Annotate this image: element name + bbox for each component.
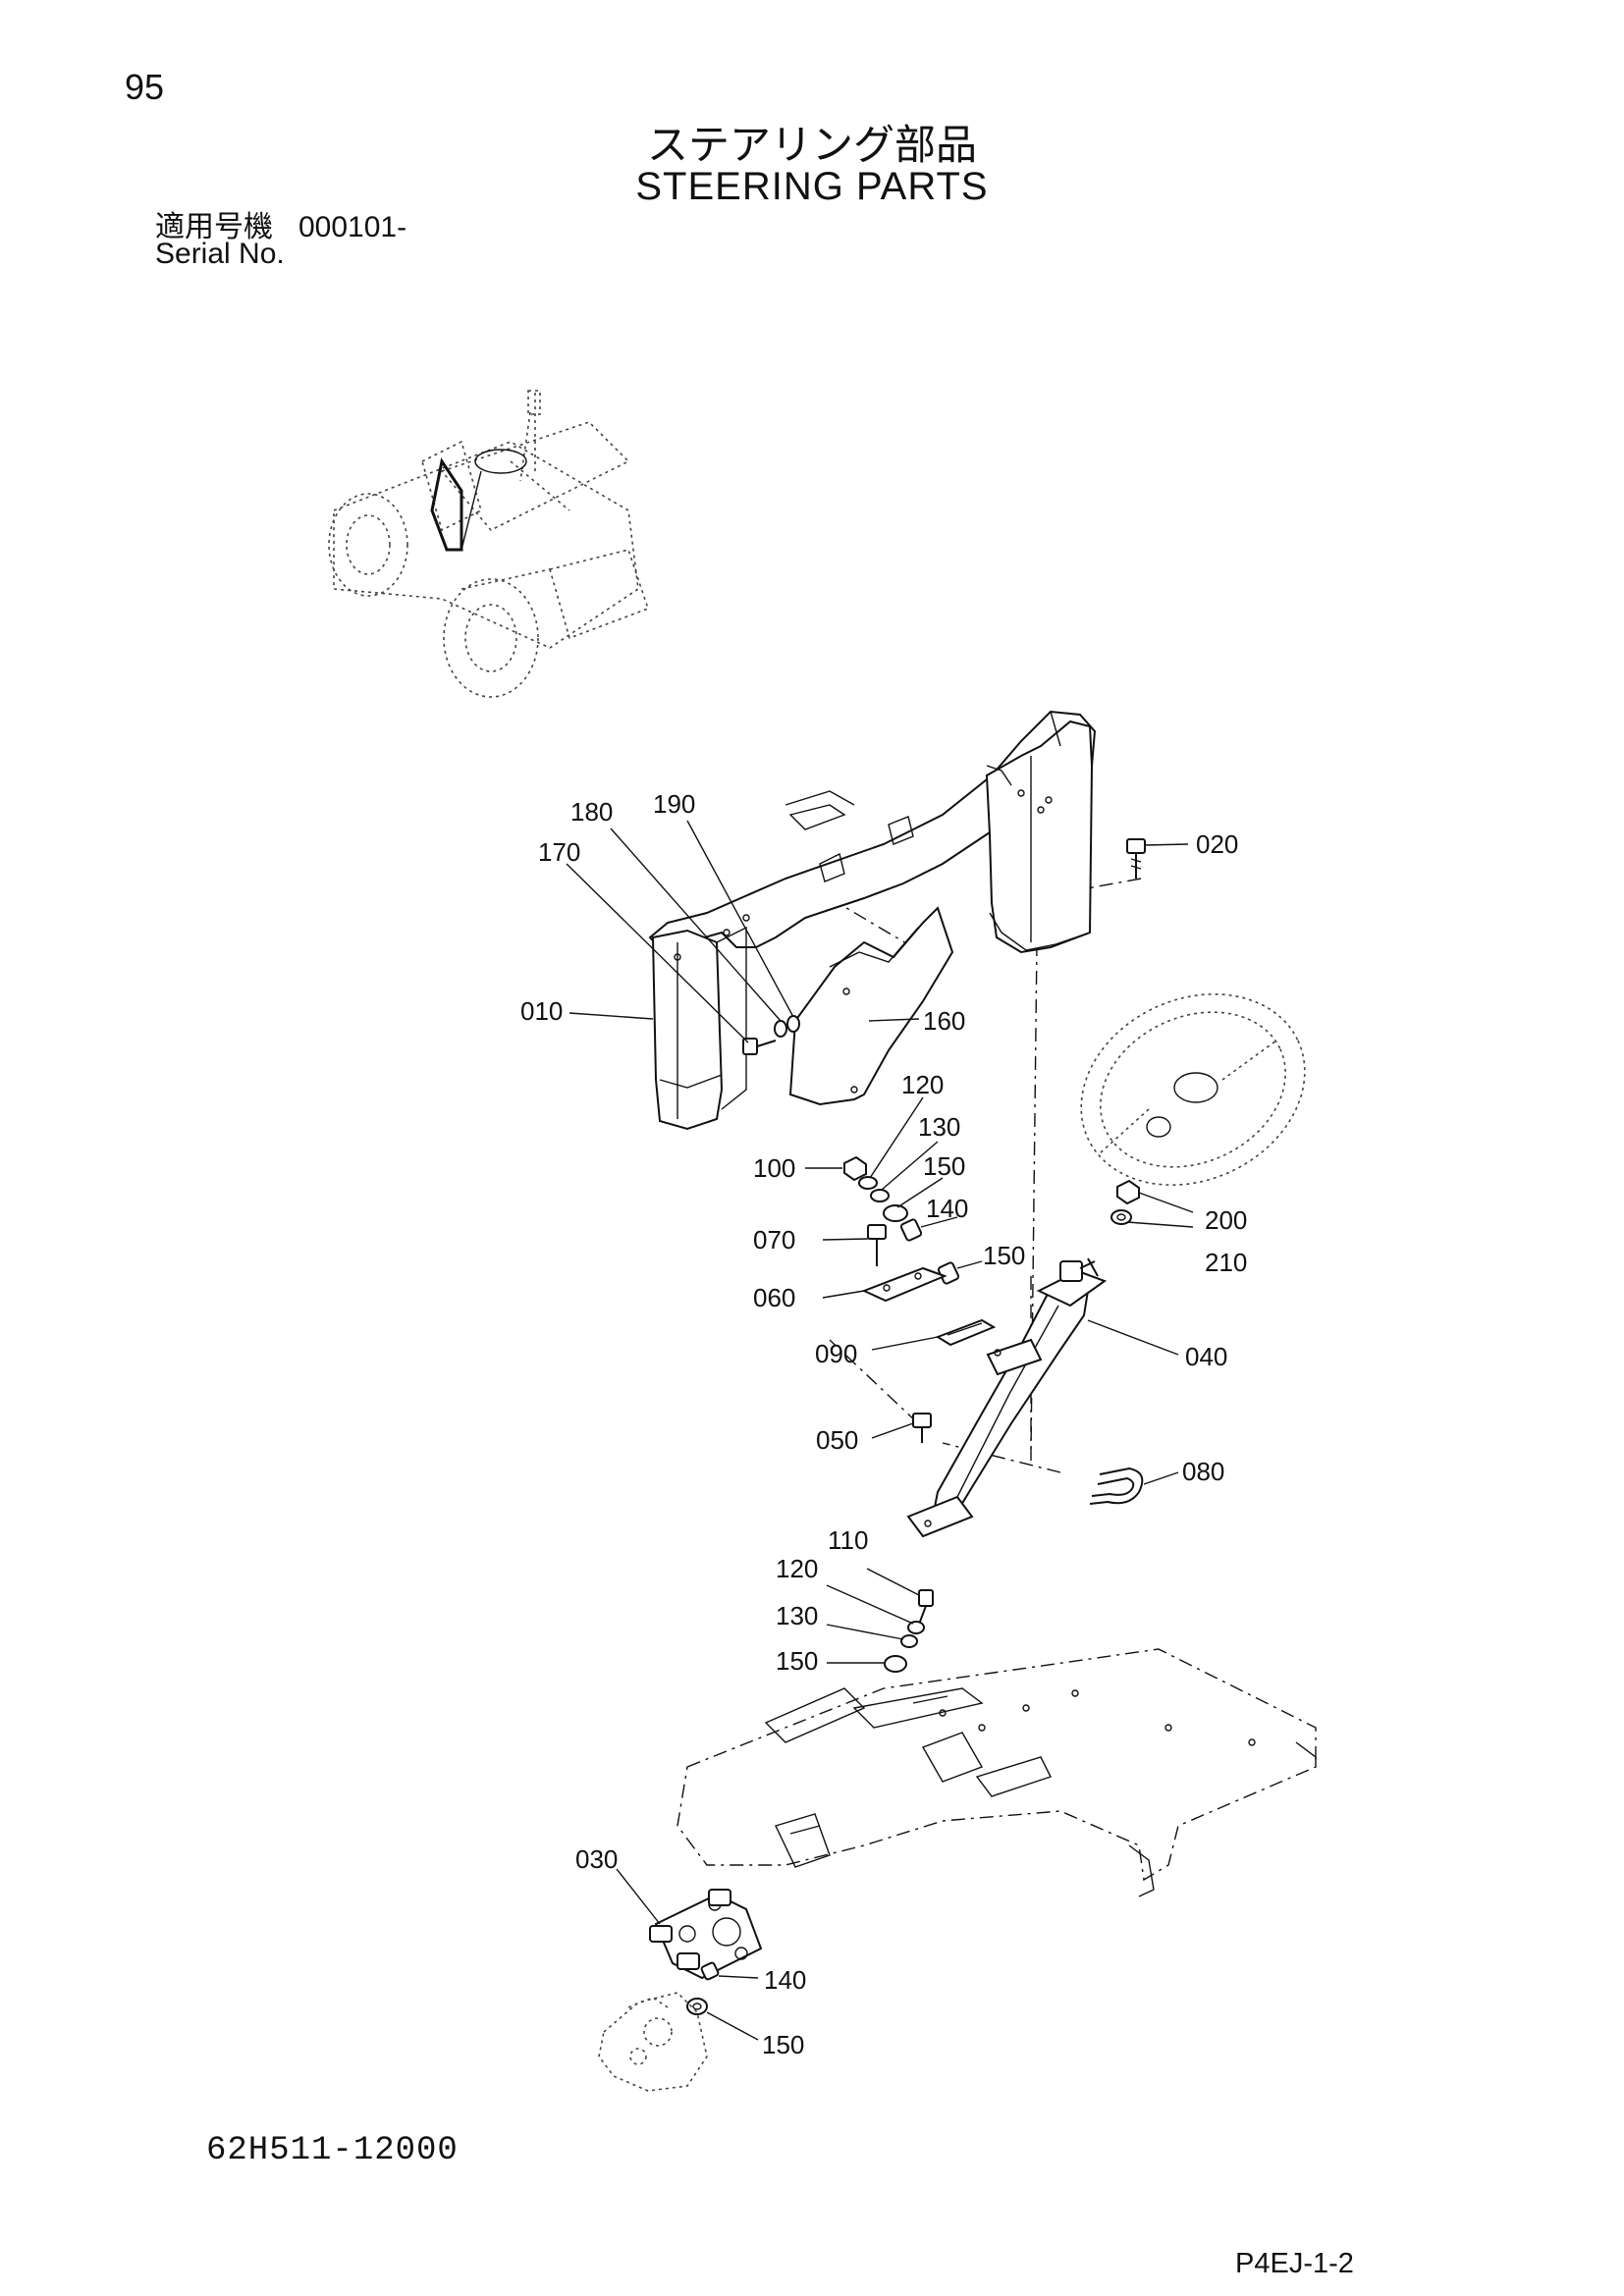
steering-valve-reference (598, 1992, 708, 2092)
callout-080: 080 (1182, 1457, 1224, 1486)
callout-leader-lines (566, 820, 1194, 2041)
callout-010: 010 (520, 996, 563, 1026)
parts-110-120-130-150-lower (884, 1589, 934, 1673)
callout-150-upper-a: 150 (923, 1151, 965, 1181)
callout-060: 060 (753, 1283, 795, 1312)
part-060-plate (861, 1266, 947, 1303)
part-090-plate (935, 1318, 997, 1347)
callout-110: 110 (828, 1525, 868, 1555)
page-title-japanese: ステアリング部品 (646, 121, 977, 169)
callout-150-upper-b: 150 (983, 1241, 1025, 1270)
callout-100: 100 (753, 1153, 795, 1183)
callout-180: 180 (570, 797, 613, 827)
page-title-english: STEERING PARTS (635, 165, 989, 208)
callout-190: 190 (653, 789, 695, 819)
serial-number-value: 000101- (298, 211, 407, 243)
serial-label-japanese: 適用号機 (155, 210, 273, 244)
drawing-number: 62H511-12000 (206, 2132, 459, 2169)
callout-030: 030 (575, 1844, 618, 1874)
page-code: P4EJ-1-2 (1235, 2248, 1354, 2279)
callout-090: 090 (815, 1339, 857, 1368)
parts-200-210-nut-washer (1110, 1179, 1140, 1225)
callout-070: 070 (753, 1225, 795, 1255)
callout-120-lower: 120 (776, 1554, 818, 1583)
callout-140-lower: 140 (764, 1965, 806, 1995)
callout-130-lower: 130 (776, 1601, 818, 1630)
callout-200: 200 (1205, 1205, 1247, 1235)
part-030-bracket (649, 1889, 763, 1980)
part-020-bolt (1126, 838, 1146, 879)
callout-150-lower-b: 150 (762, 2030, 804, 2059)
part-040-steering-column (906, 1257, 1108, 1538)
page-number: 95 (125, 67, 165, 107)
callout-120-upper: 120 (901, 1070, 944, 1099)
callout-160: 160 (923, 1006, 965, 1036)
serial-label-english: Serial No. (155, 238, 285, 270)
floor-frame-reference (677, 1648, 1317, 1897)
callout-040: 040 (1185, 1342, 1227, 1371)
callout-140-upper: 140 (926, 1194, 968, 1223)
serial-applicability: 適用号機 000101- (155, 202, 406, 245)
callout-150-lower-a: 150 (776, 1646, 818, 1676)
parts-140-150-lower (686, 1961, 720, 2015)
part-080-u-bolt (1089, 1467, 1144, 1505)
steering-wheel (1080, 993, 1306, 1186)
part-010-steering-frame (648, 710, 1097, 1131)
part-070-bolt (867, 1224, 887, 1266)
callout-130-upper: 130 (918, 1112, 960, 1142)
callout-020: 020 (1196, 829, 1238, 859)
machine-location-thumbnail (328, 390, 650, 698)
parts-170-180-190-bolt-washers (742, 1015, 800, 1055)
part-160-cover-plate (788, 906, 954, 1106)
part-050-bolt (912, 1413, 932, 1443)
callout-labels: 020 180 190 170 010 160 120 130 100 150 … (520, 789, 1247, 2059)
callout-210: 210 (1205, 1248, 1247, 1277)
callout-050: 050 (816, 1425, 858, 1455)
callout-170: 170 (538, 837, 580, 867)
